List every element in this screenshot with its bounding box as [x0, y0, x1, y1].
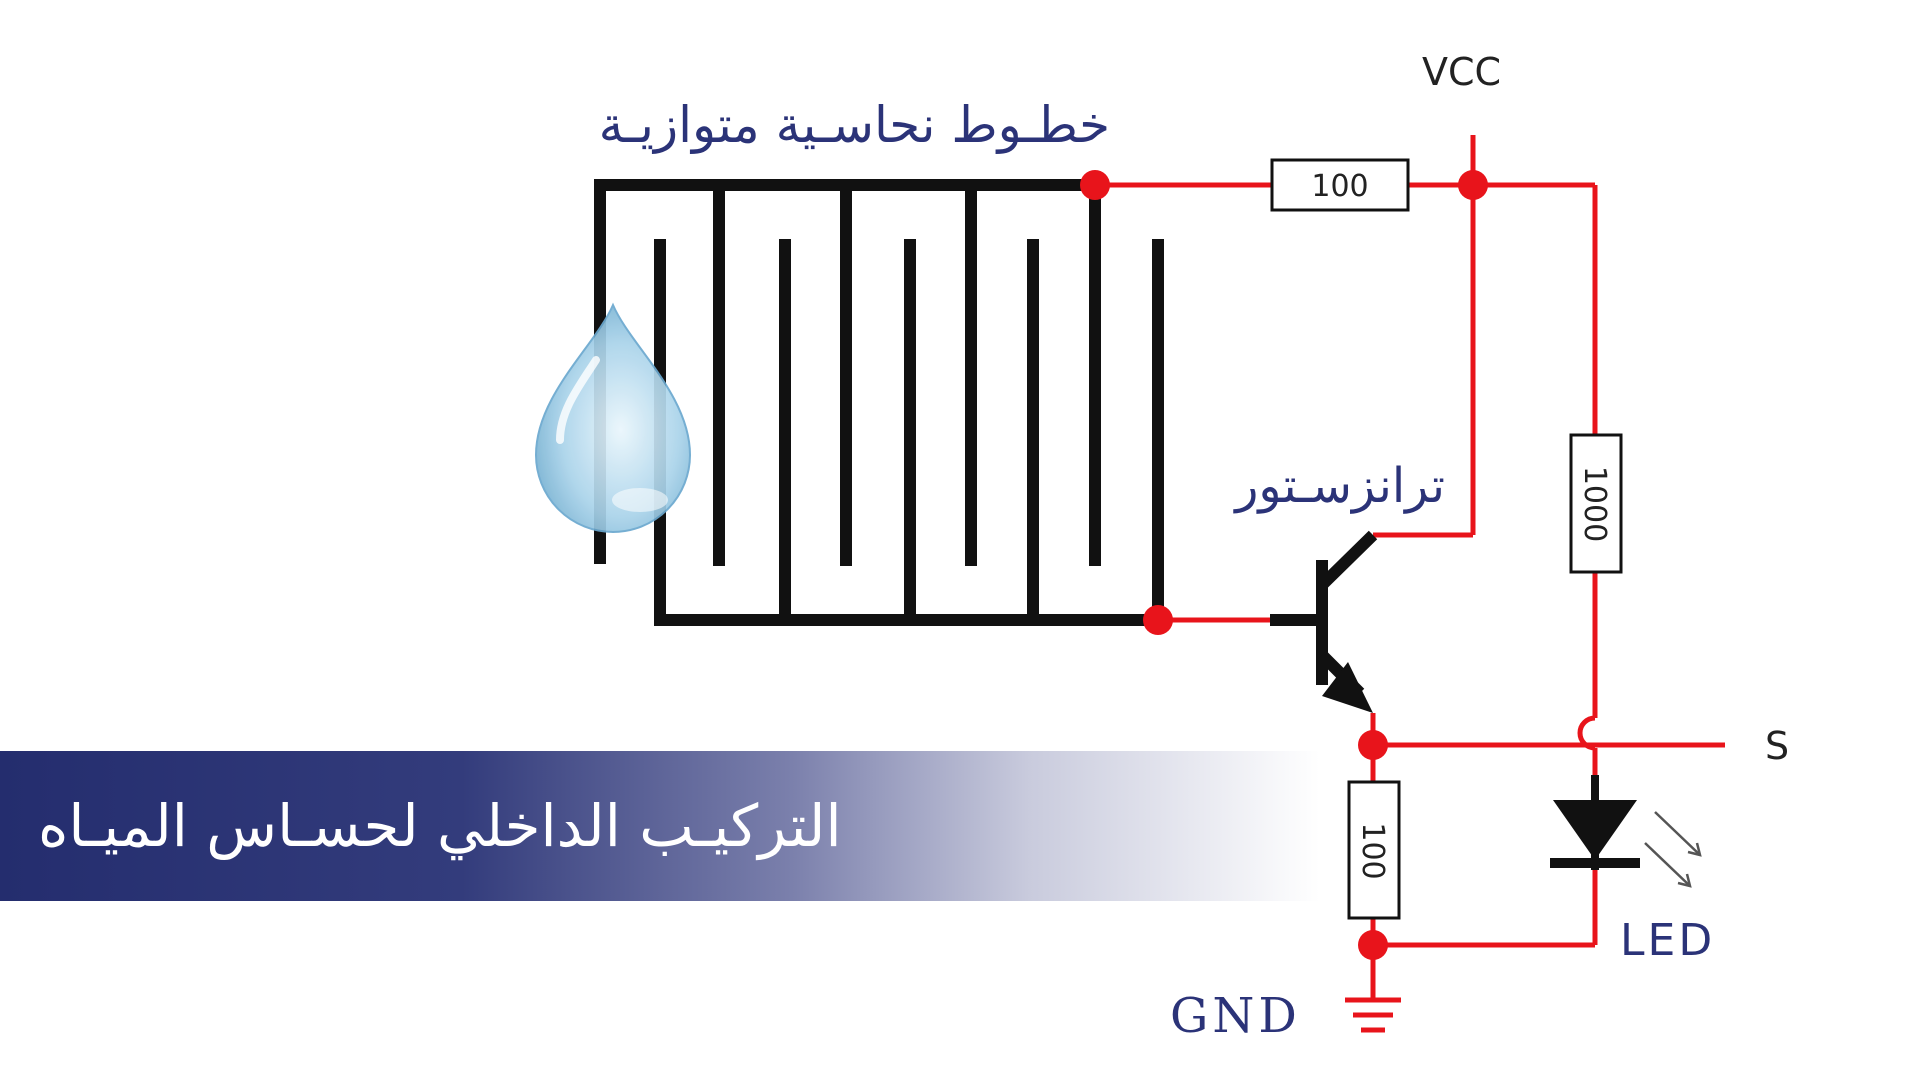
- resistor-symbol: [1270, 158, 1623, 920]
- resistor-right: [1569, 433, 1623, 574]
- signal-label: S: [1765, 724, 1790, 768]
- led-diode-symbol: [1550, 775, 1640, 870]
- resistor-top-value: 100: [1311, 169, 1368, 204]
- led-light-arrows-icon: [1644, 811, 1702, 888]
- transistor-symbol: [1270, 530, 1378, 713]
- page-title: التركيـب الداخلي لحسـاس الميـاه: [38, 792, 842, 860]
- water-drop-icon: [534, 302, 692, 533]
- resistor-top: [1270, 158, 1410, 212]
- led-label: LED: [1620, 915, 1716, 966]
- gnd-label: GND: [1170, 988, 1301, 1044]
- resistor-bottom: [1347, 780, 1401, 920]
- resistor-bottom-value: 100: [1355, 822, 1390, 879]
- resistor-right-value: 1000: [1577, 466, 1612, 542]
- vcc-label: VCC: [1422, 50, 1502, 94]
- copper-traces: [594, 179, 1164, 626]
- transistor-label: ترانزسـتور: [1235, 458, 1445, 514]
- copper-lines-label: خطـوط نحاسـية متوازيـة: [598, 96, 1110, 154]
- circuit-wires: [1095, 135, 1725, 1000]
- ground-symbol: [1345, 997, 1401, 1033]
- title-banner: [0, 751, 1320, 901]
- junction-dots: [1080, 170, 1488, 960]
